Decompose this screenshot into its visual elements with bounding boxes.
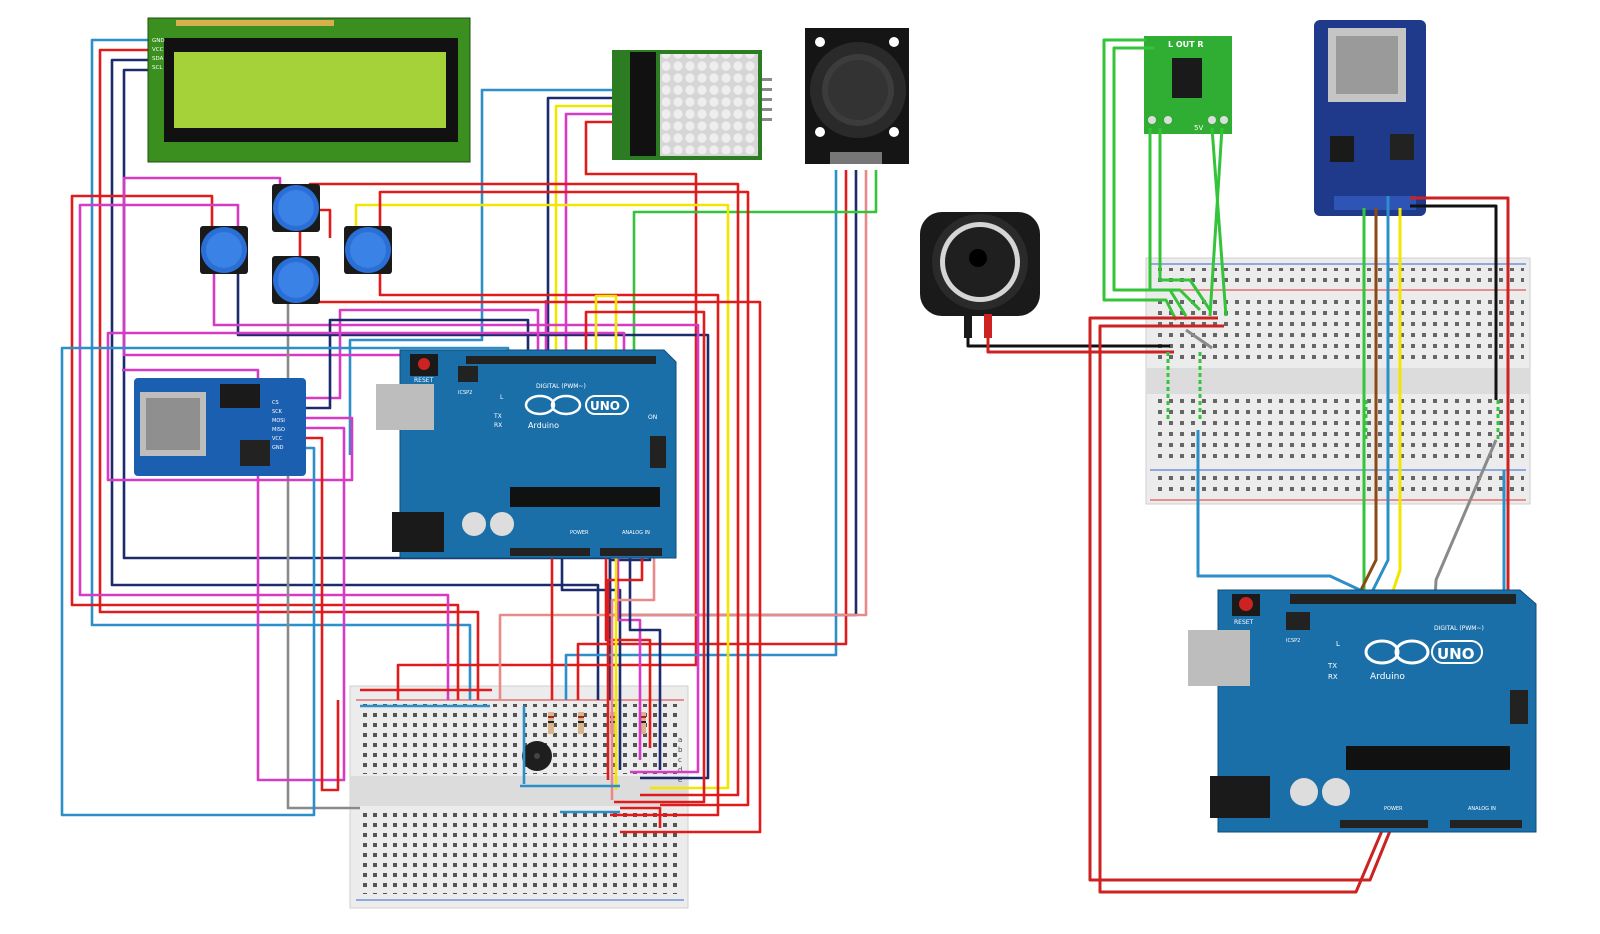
breadboard-right xyxy=(1145,257,1531,505)
icsp2-label: ICSP2 xyxy=(1286,638,1300,644)
push-button-up xyxy=(272,184,320,232)
svg-text:CS: CS xyxy=(272,400,279,406)
lcd-pin-label: SDA xyxy=(152,56,164,62)
reset-label: RESET xyxy=(1234,619,1254,626)
led-matrix-module xyxy=(612,50,772,160)
resistor xyxy=(548,712,554,734)
lcd-pin-label: VCC xyxy=(152,47,164,53)
amp-label-bottom: 5V xyxy=(1194,124,1203,132)
svg-text:c: c xyxy=(678,756,682,764)
icsp2-label: ICSP2 xyxy=(458,390,472,396)
l-label: L xyxy=(1336,640,1340,648)
digital-label: DIGITAL (PWM~) xyxy=(536,383,586,390)
reset-label: RESET xyxy=(414,377,434,384)
push-button-left xyxy=(200,226,248,274)
sd-pin-labels: CS SCK MOSI MISO VCC GND xyxy=(272,400,285,451)
svg-text:GND: GND xyxy=(272,445,284,451)
sd-card-module-right xyxy=(1314,20,1426,216)
analog-label: ANALOG IN xyxy=(1468,806,1496,812)
rx-label: RX xyxy=(1328,673,1338,681)
buzzer xyxy=(522,741,552,771)
tx-label: TX xyxy=(493,413,502,420)
matrix-pins xyxy=(762,78,772,121)
arduino-uno-left: RESET DIGITAL (PWM~) UNO Arduino TX RX L… xyxy=(376,349,677,559)
arduino-name: Arduino xyxy=(528,421,559,430)
tx-label: TX xyxy=(1327,662,1337,670)
arduino-uno-right: RESET DIGITAL (PWM~) UNO Arduino TX RX L… xyxy=(1188,589,1537,833)
digital-label: DIGITAL (PWM~) xyxy=(1434,625,1484,632)
svg-text:b: b xyxy=(678,746,683,754)
resistor xyxy=(640,712,646,734)
rx-label: RX xyxy=(494,422,502,429)
arduino-logo: UNO Arduino xyxy=(524,394,629,430)
uno-logo: UNO xyxy=(1437,645,1475,663)
svg-text:a: a xyxy=(678,736,682,744)
svg-text:e: e xyxy=(678,776,682,784)
lcd-pin-label: GND xyxy=(152,38,165,44)
speaker xyxy=(920,212,1040,338)
power-label: POWER xyxy=(570,530,589,536)
svg-text:MOSI: MOSI xyxy=(272,418,285,424)
breadboard-row-letters: a b c d e xyxy=(678,736,683,784)
amp-label-top: L OUT R xyxy=(1168,40,1204,49)
l-label: L xyxy=(500,394,504,401)
wires-right xyxy=(966,38,1510,894)
lcd-pin-label: SCL xyxy=(152,65,163,71)
push-button-right xyxy=(344,226,392,274)
on-label: ON xyxy=(648,414,657,421)
lcd-pin-row xyxy=(176,20,334,26)
resistor xyxy=(578,712,584,734)
push-button-down xyxy=(272,256,320,304)
audio-amplifier-module: L OUT R 5V xyxy=(1144,36,1232,134)
uno-logo: UNO xyxy=(590,399,620,413)
breadboard-left: a b c d e xyxy=(349,685,689,909)
lcd-display: GND VCC SDA SCL xyxy=(147,17,471,163)
analog-label: ANALOG IN xyxy=(622,530,650,536)
sd-card-module-left: CS SCK MOSI MISO VCC GND xyxy=(134,378,306,476)
arduino-name: Arduino xyxy=(1370,672,1405,682)
joystick-module xyxy=(805,28,909,164)
svg-text:MISO: MISO xyxy=(272,427,285,433)
svg-text:VCC: VCC xyxy=(272,436,283,442)
svg-text:d: d xyxy=(678,766,682,774)
svg-text:SCK: SCK xyxy=(272,409,283,415)
arduino-logo: UNO Arduino xyxy=(1364,639,1483,682)
power-label: POWER xyxy=(1384,806,1403,812)
